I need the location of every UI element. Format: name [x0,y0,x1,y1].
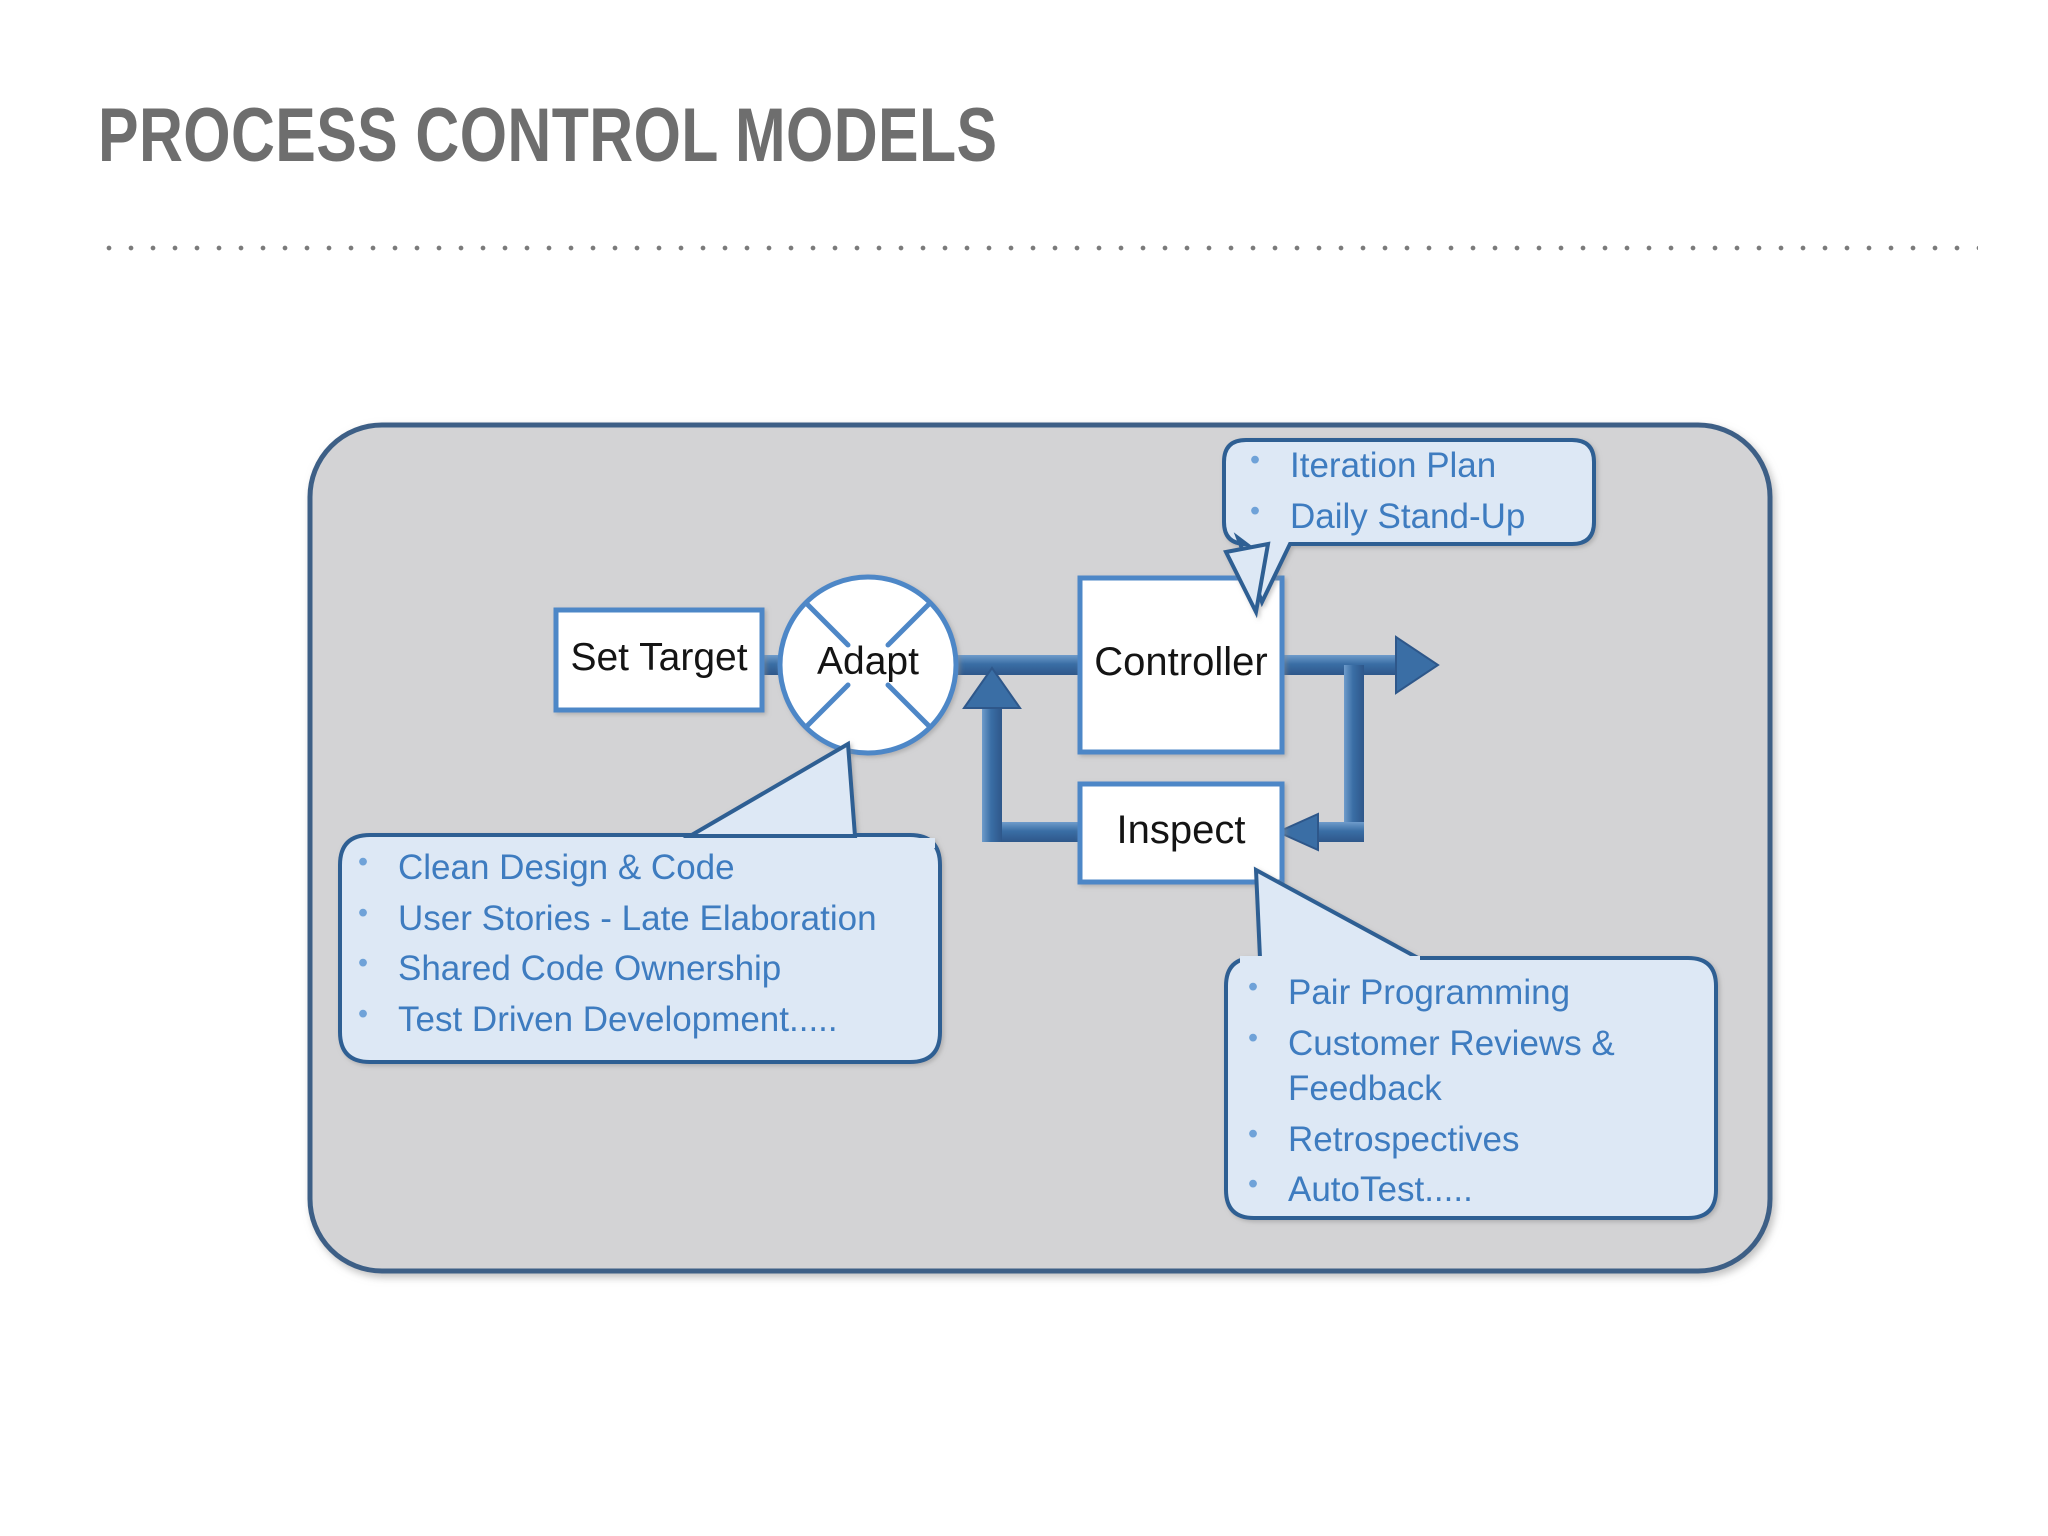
title-divider [98,243,1978,253]
connector-controller-output-shaft [1280,655,1400,675]
connector-output-branch-vertical [1344,665,1364,833]
page-title: PROCESS CONTROL MODELS [98,93,998,178]
node-set-target[interactable] [553,607,765,713]
node-controller[interactable] [1077,575,1285,755]
callout-top-right[interactable] [1222,438,1596,619]
callout-left[interactable] [338,740,942,1064]
connector-feedback-arrowhead [962,666,1022,709]
adapt-cross-icon [803,600,933,730]
connector-settarget-adapt [760,655,782,675]
connector-output-arrowhead [1395,635,1440,695]
callout-bottom-right[interactable] [1224,866,1718,1220]
connector-feedback-vertical [982,700,1002,842]
node-inspect[interactable] [1077,781,1285,885]
connector-feedback-horizontal [982,822,1092,842]
connector-branch-inspect-arrowhead [1275,812,1319,852]
